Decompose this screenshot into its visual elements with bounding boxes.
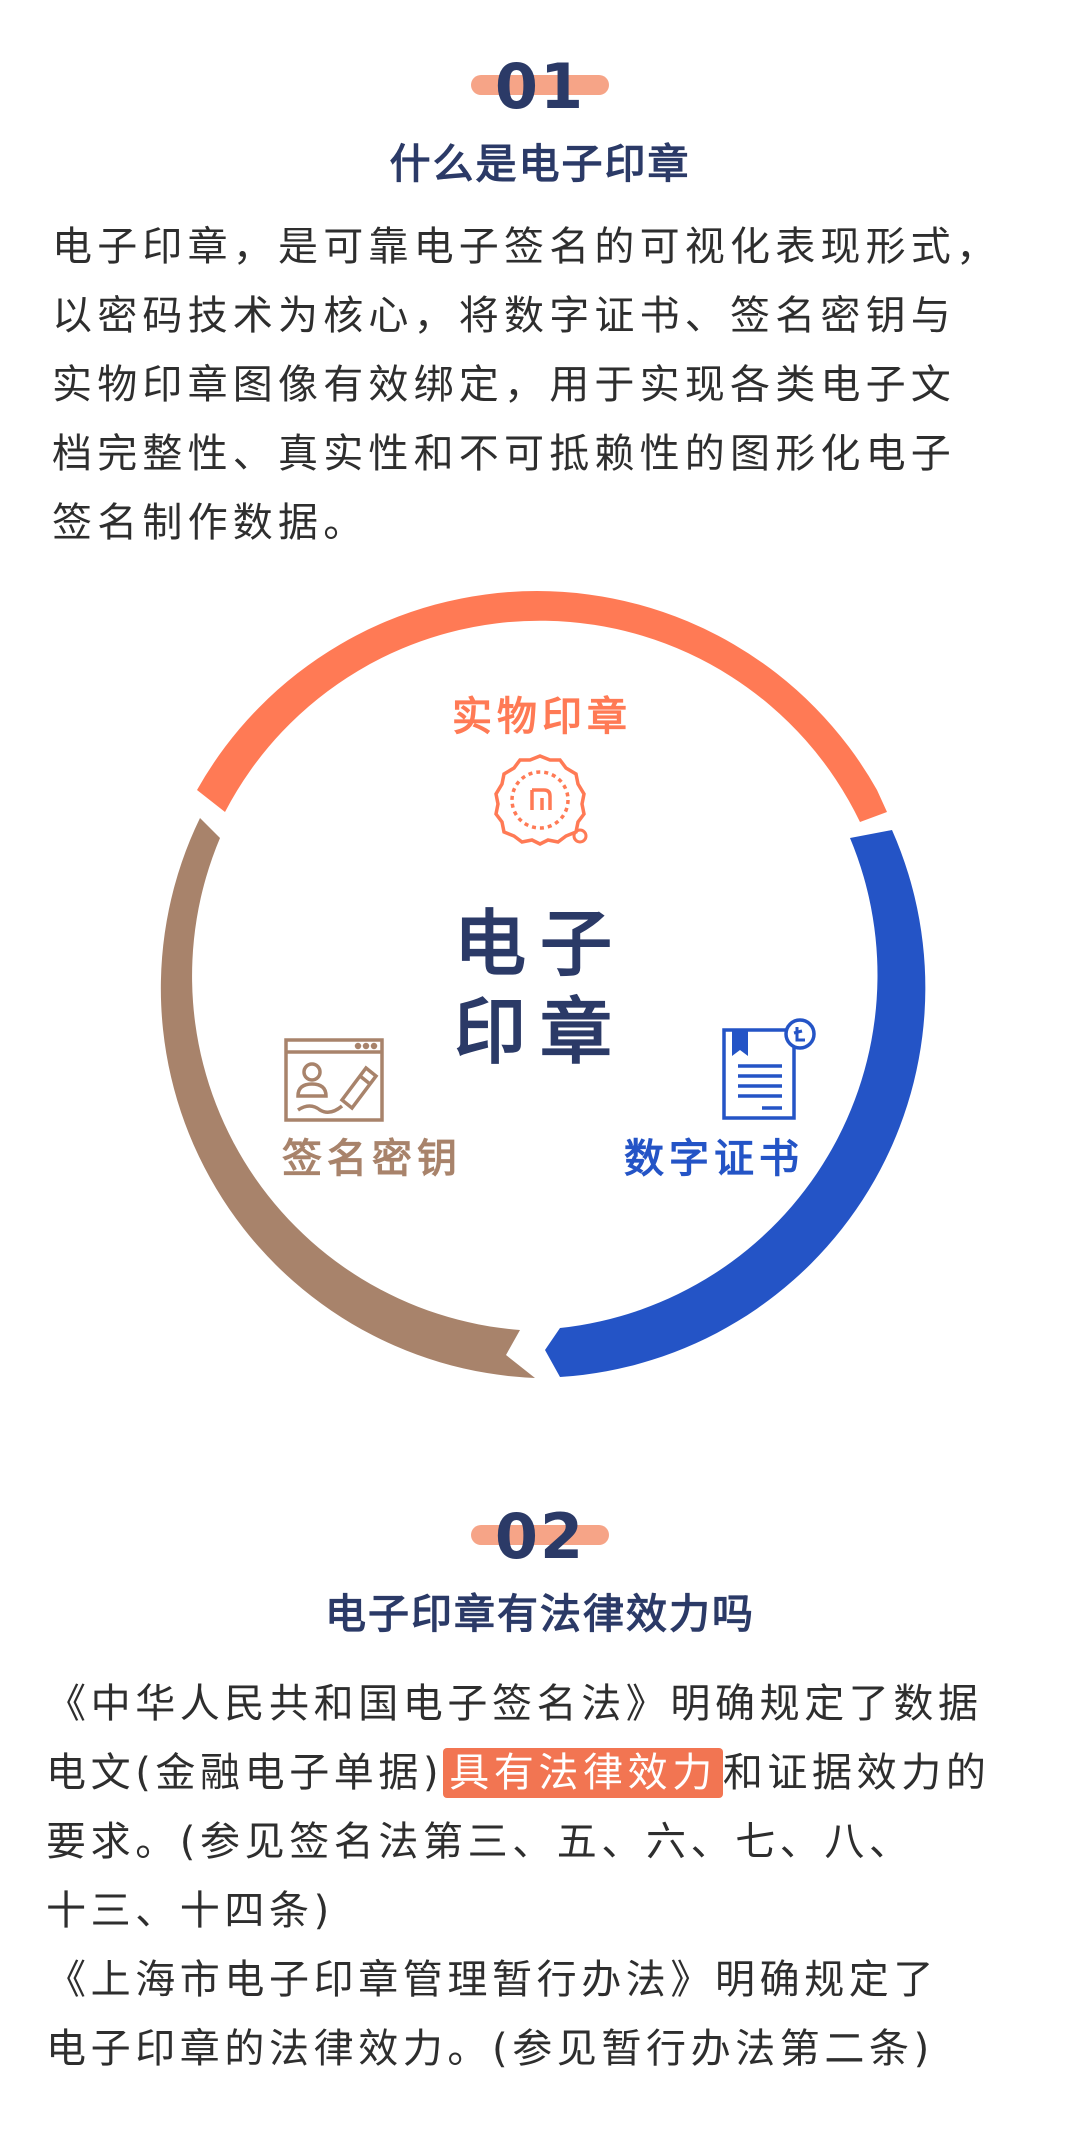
ring-segment-brown	[160, 818, 535, 1378]
electronic-seal-cycle-diagram: 实物印章 电子 印章 签名密钥 数字证书	[0, 560, 1080, 1400]
paragraph-line: 档完整性、真实性和不可抵赖性的图形化电子	[52, 431, 956, 477]
certificate-icon	[722, 1018, 816, 1120]
section-1-paragraph: 电子印章，是可靠电子签名的可视化表现形式， 以密码技术为核心，将数字证书、签名密…	[52, 213, 1042, 558]
section-2-paragraph: 《中华人民共和国电子签名法》明确规定了数据 电文(金融电子单据)具有法律效力和证…	[46, 1670, 1056, 2084]
ring-segment-orange	[197, 591, 887, 822]
section-1-number: 01	[0, 56, 1080, 118]
seal-icon	[494, 754, 588, 846]
paragraph-line: 电子印章，是可靠电子签名的可视化表现形式，	[52, 224, 1002, 270]
paragraph-line: 以密码技术为核心，将数字证书、签名密钥与	[52, 293, 956, 339]
center-title: 电子 印章	[440, 900, 640, 1076]
signature-pen-icon	[284, 1038, 384, 1122]
paragraph-line: 要求。(参见签名法第三、五、六、七、八、	[46, 1819, 914, 1865]
paragraph-text: 电文(金融电子单据)	[46, 1750, 444, 1796]
label-physical-seal: 实物印章	[452, 694, 632, 740]
ring-segment-blue	[545, 830, 926, 1377]
section-2-title: 电子印章有法律效力吗	[325, 1590, 755, 1638]
cycle-ring	[160, 591, 926, 1378]
label-digital-certificate: 数字证书	[624, 1136, 804, 1182]
paragraph-line: 十三、十四条)	[46, 1888, 334, 1934]
paragraph-line: 《中华人民共和国电子签名法》明确规定了数据	[46, 1681, 983, 1727]
section-1-title: 什么是电子印章	[389, 140, 691, 188]
center-title-line-2: 印章	[453, 990, 626, 1074]
highlight-legal-effect: 具有法律效力	[443, 1748, 723, 1798]
paragraph-line: 《上海市电子印章管理暂行办法》明确规定了	[46, 1957, 938, 2003]
label-signature-key: 签名密钥	[282, 1136, 462, 1182]
paragraph-text: 和证据效力的	[722, 1750, 991, 1796]
paragraph-line: 电子印章的法律效力。(参见暂行办法第二条)	[46, 2026, 934, 2072]
section-2-number: 02	[0, 1506, 1080, 1568]
paragraph-line: 签名制作数据。	[52, 500, 369, 546]
paragraph-line: 电文(金融电子单据)具有法律效力和证据效力的	[46, 1739, 1056, 1808]
number-underline-bar	[470, 1525, 610, 1545]
center-title-line-1: 电子	[453, 902, 626, 986]
number-underline-bar	[470, 75, 610, 95]
paragraph-line: 实物印章图像有效绑定，用于实现各类电子文	[52, 362, 956, 408]
